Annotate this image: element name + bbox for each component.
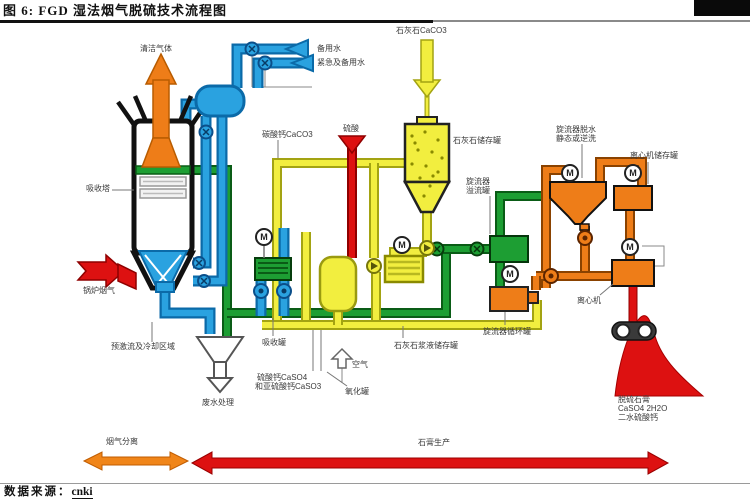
emergency-water-arrowhead <box>289 53 314 73</box>
data-source-link[interactable]: cnki <box>71 486 93 499</box>
backup-water-label: 备用水 <box>317 44 341 53</box>
wastewater-funnel <box>195 336 245 394</box>
gypsum-label-1: 脱硫石膏 <box>618 395 650 404</box>
label-pointers <box>112 140 649 387</box>
oxidation-tank-label: 氧化罐 <box>345 387 369 396</box>
centrifuge-discharge <box>628 283 638 323</box>
motor-icon: M <box>398 240 406 250</box>
centrifuge-label: 离心机 <box>577 296 601 305</box>
gypsum-production-arrow <box>190 451 670 475</box>
valves-blue <box>192 41 292 299</box>
cyclone-overflow-tank-label-2: 溢流罐 <box>466 186 490 195</box>
absorber-tower <box>116 52 208 293</box>
centrifuge-storage-tank-label: 离心机储存罐 <box>630 151 678 160</box>
air-label: 空气 <box>352 360 368 369</box>
title-underline-gray <box>433 20 750 22</box>
boiler-flue-gas-arrow <box>76 253 126 289</box>
sulfuric-acid-label: 硫酸 <box>343 124 359 133</box>
cyclone-overflow-tank-label-1: 旋流器 <box>466 177 490 186</box>
centrifuge-storage-tank <box>613 185 653 211</box>
pumps-yellow <box>366 240 435 274</box>
gypsum-label-2: CaSO4 2H2O <box>618 404 668 413</box>
hydrocyclone <box>549 181 607 231</box>
wastewater-treatment-label: 废水处理 <box>202 398 234 407</box>
centrifuge-box <box>611 259 655 287</box>
clean-gas-flare <box>140 137 182 168</box>
water-tank <box>194 84 246 118</box>
boiler-flue-gas-label: 锅炉烟气 <box>83 286 115 295</box>
ball-mill <box>383 254 425 284</box>
motor-icon: M <box>506 269 514 279</box>
absorber-tank-label: 吸收罐 <box>262 338 286 347</box>
cyclone-circulation-tank-label: 旋流器循环罐 <box>483 327 531 336</box>
clean-gas-label: 清洁气体 <box>140 44 172 53</box>
caco3-label: 碳酸钙CaCO3 <box>262 130 313 139</box>
cyclone-overflow-tank <box>489 235 529 263</box>
data-source-prefix: 数据来源： <box>4 486 72 498</box>
emergency-backup-water-label: 紧急及备用水 <box>317 58 365 67</box>
motor-icon: M <box>629 168 637 178</box>
sulfuric-acid-arrowhead <box>337 135 367 155</box>
flue-gas-duct <box>117 262 137 291</box>
corner-black-box <box>694 0 750 16</box>
motor-icon: M <box>260 232 268 242</box>
title-underline <box>0 20 433 23</box>
page-title: 图 6: FGD 湿法烟气脱硫技术流程图 <box>3 3 228 18</box>
footer-rule <box>0 483 750 484</box>
caso4-label-2: 和亚硫酸钙CaSO3 <box>255 382 322 391</box>
limestone-silo <box>402 39 452 214</box>
limestone-slurry-tank-label: 石灰石浆液储存罐 <box>394 341 458 350</box>
backup-water-arrowhead <box>283 38 309 60</box>
red-streams <box>76 135 638 323</box>
dewatering-label-2: 静态或逆洗 <box>556 134 596 143</box>
limestone-caco3-label: 石灰石CaCO3 <box>396 26 447 35</box>
caso4-label-1: 硫酸钙CaSO4 <box>257 373 308 382</box>
flue-gas-separation-label: 烟气分离 <box>106 437 138 446</box>
gypsum-production-label: 石膏生产 <box>418 438 450 447</box>
prewash-cooling-zone-label: 预激流及冷却区域 <box>111 342 175 351</box>
motors: M M M M M M <box>255 164 642 283</box>
motor-icon: M <box>626 242 634 252</box>
recirculation-heat-exchanger <box>254 257 292 281</box>
clean-gas-arrow-shaft <box>152 79 170 139</box>
oxidation-vessel <box>318 255 358 313</box>
pumps-orange <box>543 230 593 284</box>
cyclone-circulation-tank <box>489 286 539 312</box>
dewatering-label-1: 旋流器脱水 <box>556 125 596 134</box>
conveyor-belt <box>611 321 657 341</box>
absorber-tower-label: 吸收塔 <box>86 184 110 193</box>
gypsum-label-3: 二水硫酸钙 <box>618 413 658 422</box>
data-source: 数据来源：cnki <box>4 486 93 499</box>
motor-icon: M <box>566 168 574 178</box>
air-arrow <box>330 347 354 383</box>
limestone-silo-label: 石灰石储存罐 <box>453 136 501 145</box>
flue-gas-separation-arrow <box>82 451 190 471</box>
